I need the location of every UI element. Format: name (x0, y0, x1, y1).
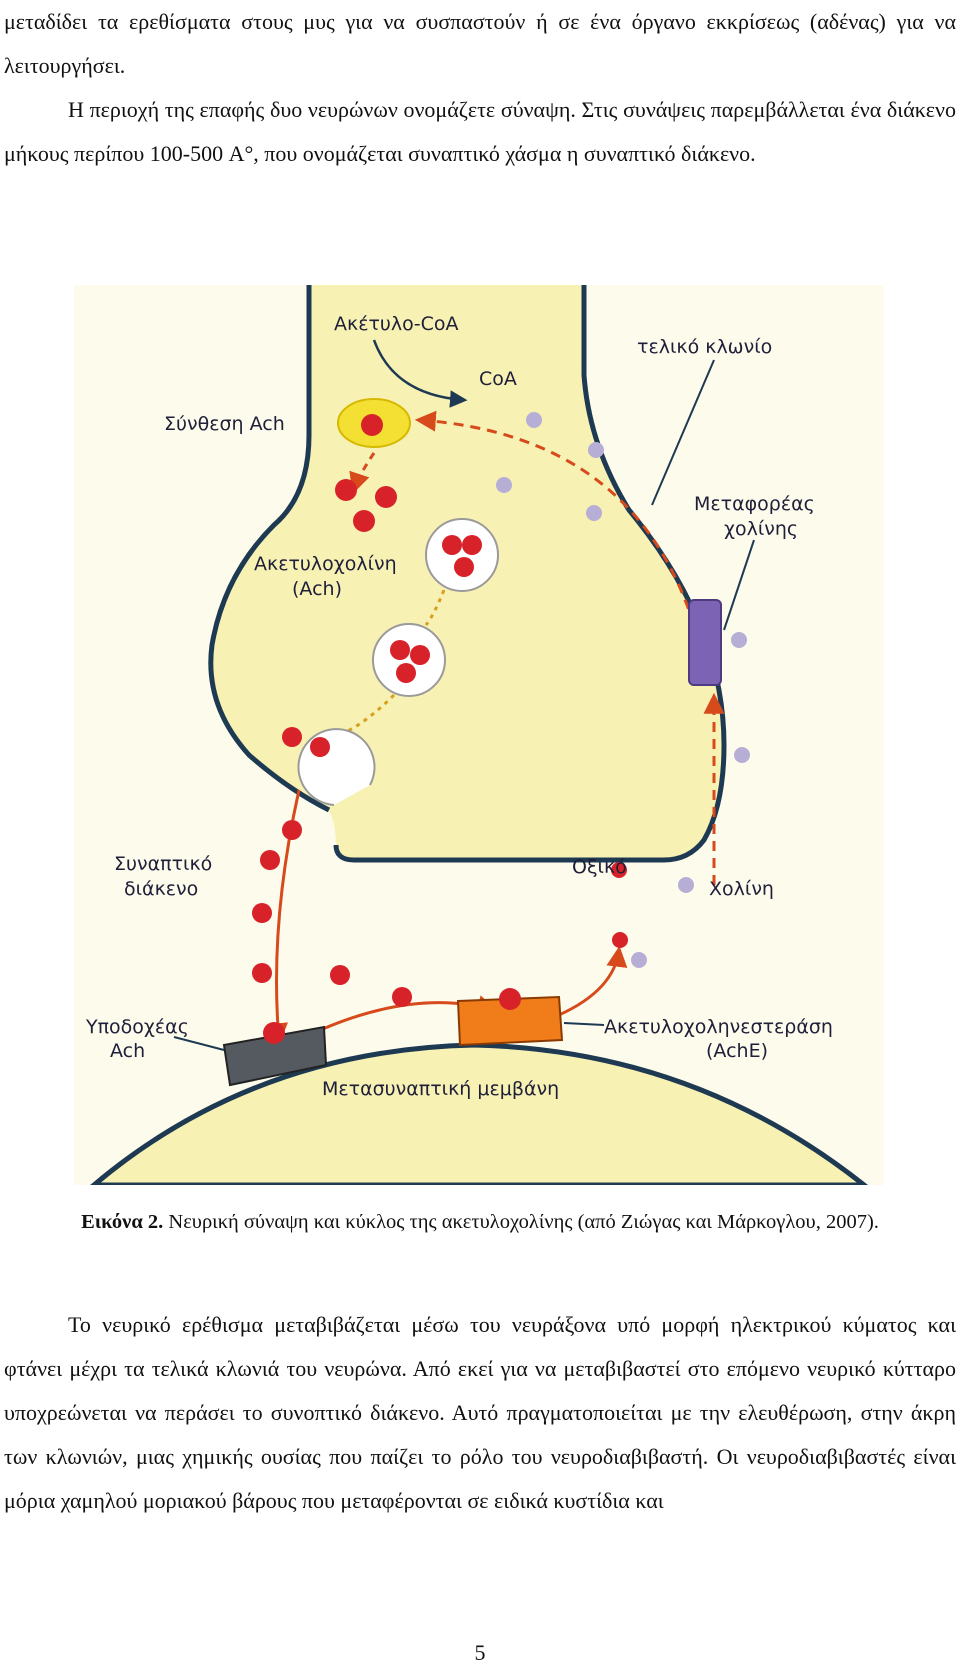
ache-enzyme (456, 995, 564, 1047)
receptor-leader (173, 1036, 225, 1051)
vesicle-2 (372, 623, 446, 697)
vesicle-path-1 (424, 589, 446, 626)
terminal-branch-leader (651, 359, 715, 506)
page-number: 5 (474, 1640, 486, 1665)
label-ach-synthesis: Σύνθεση Ach (164, 413, 285, 435)
synthesis-molecule (361, 414, 383, 436)
label-postsynaptic-membrane: Μετασυναπτική μεμβάνη (322, 1078, 559, 1100)
label-terminal-branch: τελικό κλωνίο (637, 336, 772, 358)
label-synaptic-cleft-1: Συναπτικό (114, 853, 212, 875)
choline-transporter (688, 599, 722, 686)
ach-molecules (252, 479, 482, 1007)
label-transporter-2: χολίνης (724, 518, 798, 540)
label-coa: CoA (479, 368, 517, 390)
label-synaptic-cleft-2: διάκενο (124, 878, 198, 900)
choline-recycle-arrow (414, 410, 696, 626)
ache-release-arrow (558, 945, 628, 1017)
label-choline: Χολίνη (709, 878, 774, 900)
vesicle-1 (425, 518, 499, 592)
ach-receptor (222, 1025, 328, 1087)
choline-molecules (496, 412, 750, 968)
caption-text: Νευρική σύναψη και κύκλος της ακετυλοχολ… (168, 1211, 879, 1233)
transporter-leader (723, 539, 755, 631)
paragraph-2: Η περιοχή της επαφής δυο νευρώνων ονομάζ… (4, 97, 956, 166)
ache-bound-ach (499, 988, 521, 1010)
label-ache-1: Ακετυλοχοληνεστεράση (604, 1016, 833, 1038)
paragraph-1: μεταδίδει τα ερεθίσματα στους μυς για να… (4, 9, 956, 78)
synapse-figure: Ακέτυλο-CoA CoA τελικό κλωνίο Σύνθεση Ac… (74, 285, 884, 1185)
label-ache-2: (AchE) (706, 1040, 768, 1062)
ache-leader (563, 1022, 605, 1026)
acetyl-coa-arrow (372, 339, 468, 408)
label-acetylcholine-2: (Ach) (292, 578, 342, 600)
receptor-bound-ach (263, 1022, 285, 1044)
label-acetylcholine-1: Ακετυλοχολίνη (254, 553, 397, 575)
label-transporter-1: Μεταφορέας (694, 493, 815, 515)
label-receptor-2: Ach (110, 1040, 145, 1062)
acetic-molecules (611, 862, 628, 948)
presynaptic-membrane (208, 285, 727, 863)
figure-caption: Εικόνα 2. Νευρική σύναψη και κύκλος της … (0, 1205, 960, 1239)
paragraph-3: Το νευρικό ερέθισμα μεταβιβάζεται μέσω τ… (4, 1312, 956, 1513)
label-acetyl-coa: Ακέτυλο-CoA (334, 313, 459, 335)
label-receptor-1: Υποδοχέας (85, 1016, 189, 1038)
caption-label: Εικόνα 2. (81, 1211, 164, 1233)
label-acetic: Οξικό (572, 856, 627, 878)
